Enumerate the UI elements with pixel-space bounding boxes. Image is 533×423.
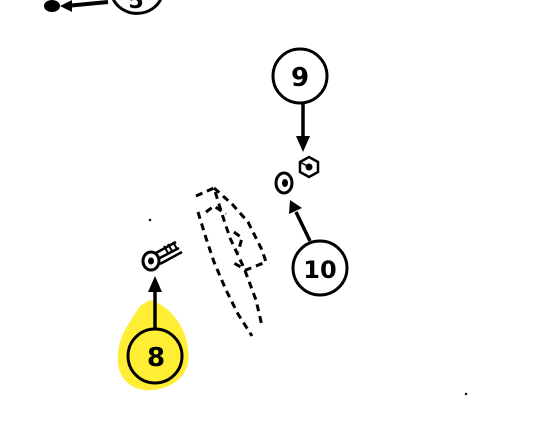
callout-5-arrowhead [60, 0, 72, 12]
callout-10-label: 10 [303, 256, 336, 284]
highlight-marker [117, 300, 189, 391]
callout-9-arrowhead [296, 136, 310, 152]
callout-10-arrow [294, 211, 312, 242]
callout-8: 8 [126, 276, 184, 385]
callout-9-circle [271, 47, 329, 105]
callout-10: 10 [289, 200, 349, 297]
callout-10-arrowhead [289, 200, 302, 214]
callout-5-circle [112, 0, 162, 15]
screw-icon [141, 240, 183, 272]
callout-8-label: 8 [147, 343, 165, 373]
callout-10-circle [291, 239, 349, 297]
nut-icon [298, 155, 320, 179]
bracket-dashed-icon [195, 185, 268, 337]
callout-5-label: 5 [128, 0, 143, 14]
callout-8-arrowhead [148, 276, 162, 292]
callout-9: 9 [271, 47, 329, 152]
callout-5-arrow [65, 0, 109, 8]
scan-speck [464, 392, 468, 396]
callout-5-partial: 5 [44, 0, 162, 15]
partial-part-icon [44, 0, 60, 12]
callout-8-circle [126, 327, 184, 385]
washer-icon [274, 171, 294, 195]
scan-speck [148, 218, 152, 222]
callout-9-label: 9 [291, 63, 309, 93]
